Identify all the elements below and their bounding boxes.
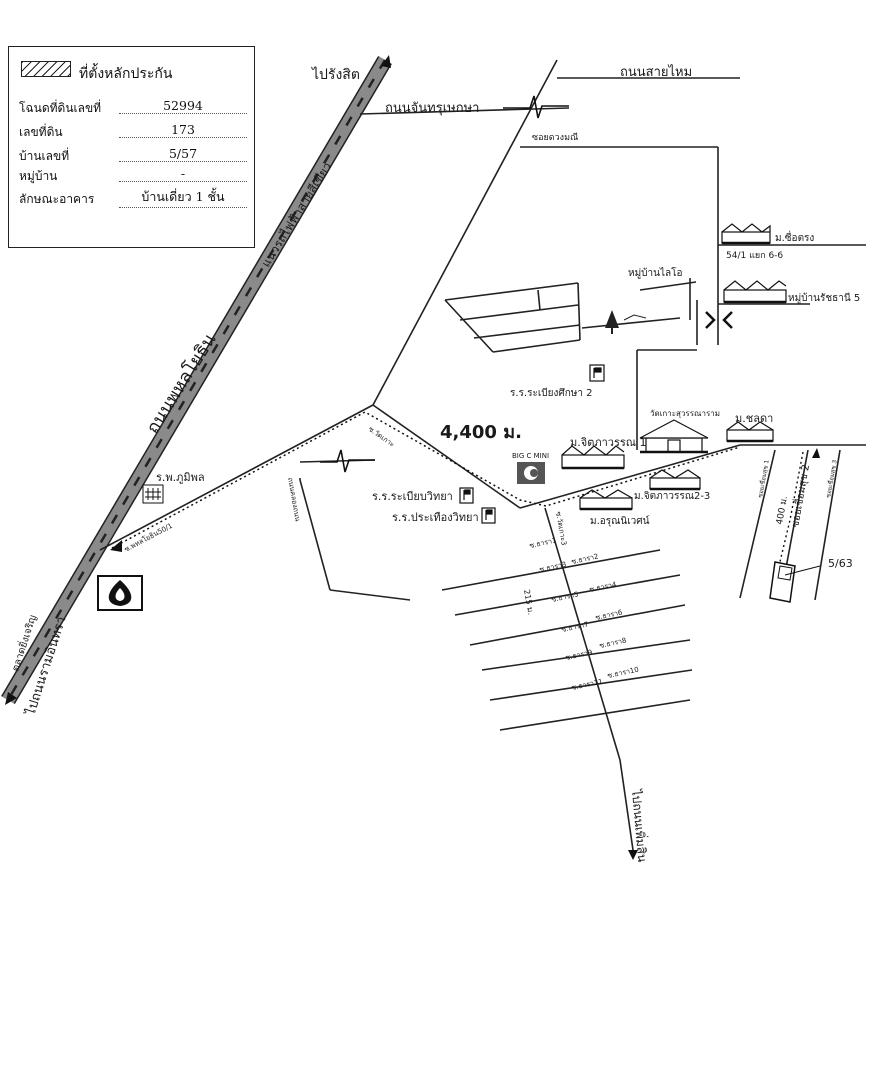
house-icon-jitpawan23 <box>649 469 701 491</box>
label-laiyo: หมู่บ้านไลโอ <box>628 266 683 279</box>
label-arunniwet: ม.อรุณนิเวศน์ <box>590 515 650 527</box>
label-4400: 4,400 ม. <box>440 422 522 443</box>
house-icon-suetrong <box>721 223 771 245</box>
label-school-rabiang2: ร.ร.ระเบียงศึกษา 2 <box>510 387 593 399</box>
label-hospital: ร.พ.ภูมิพล <box>156 471 205 484</box>
label-bigc: BIG C MINI <box>512 452 549 460</box>
label-skytrain: แนวรถไฟฟ้าสายสีเขียว <box>259 160 335 270</box>
bigc-logo-icon <box>517 462 545 484</box>
road-network <box>99 59 866 851</box>
label-soi-thara4: ซ.ธารา4 <box>589 580 618 594</box>
label-soi-thara8: ซ.ธารา8 <box>599 636 627 650</box>
legend-value-village: - <box>119 166 247 182</box>
label-soi-54-1: 54/1 แยก 6-6 <box>726 251 783 261</box>
legend-label-village: หมู่บ้าน <box>19 169 58 183</box>
label-school-rabiab: ร.ร.ระเบียบวิทยา <box>372 490 453 503</box>
label-jitpawan1: ม.จิตภาวรรณ 1 <box>570 436 646 449</box>
temple-icon <box>639 419 709 454</box>
label-chalada: ม.ชลดา <box>735 412 773 425</box>
legend-label-house: บ้านเลขที่ <box>19 149 70 163</box>
ptt-logo-icon <box>97 575 143 611</box>
label-soi-watko: ซ.วัดเกาะ <box>367 425 396 449</box>
collateral-plot-icon <box>769 561 821 603</box>
legend-label-land: เลขที่ดิน <box>19 125 63 139</box>
arrow-south-icon <box>5 692 17 705</box>
label-soi-thara7: ซ.ธารา7 <box>561 620 589 634</box>
house-icon-ratchathani <box>723 280 787 304</box>
label-jitpawan23: ม.จิตภาวรรณ2-3 <box>634 491 710 502</box>
legend-box: ที่ตั้งหลักประกัน โฉนดที่ดินเลขที่ 52994… <box>8 46 255 248</box>
label-sai-mai: ถนนสายไหม <box>620 64 692 80</box>
school-flag-icon-prasert <box>481 507 496 524</box>
label-soi-thara3: ซ.ธารา3 <box>539 560 567 574</box>
hatch-swatch-icon <box>21 61 71 77</box>
label-plot-no: 5/63 <box>828 557 853 570</box>
label-soi-chuengsuk2: ซอยเชื่อมสุข 2 <box>787 463 812 528</box>
legend-value-building: บ้านเดี่ยว 1 ชั้น <box>119 187 247 208</box>
legend-label-building: ลักษณะอาคาร <box>19 192 95 206</box>
village-icons <box>561 223 787 511</box>
legend-value-deed: 52994 <box>119 98 247 114</box>
hospital-icon <box>142 484 164 504</box>
school-icons <box>459 364 605 524</box>
label-soi-duangmanee: ซอยดวงมณี <box>532 132 578 143</box>
legend-value-land: 173 <box>119 122 247 138</box>
arrow-down-icon <box>628 850 638 860</box>
label-thanon-klong: ถนนคลองถนน <box>286 477 302 522</box>
label-ratchathani: หมู่บ้านรัชธานี 5 <box>788 292 860 304</box>
bridge-icon <box>705 311 733 329</box>
railway-crossing-icon <box>320 95 569 473</box>
label-chantharakasem: ถนนจันทรุเษกษา <box>385 101 479 116</box>
label-soi-chuengsuk3: ซอยเชื่อมสุข 3 <box>824 459 839 498</box>
label-soi-thara5: ซ.ธารา5 <box>551 590 579 604</box>
school-flag-icon-rabiab <box>459 487 474 504</box>
route-arrow-up-icon <box>812 448 820 458</box>
label-215: 215 ม. <box>522 589 535 616</box>
arrow-north-icon <box>381 55 391 68</box>
legend-label-deed: โฉนดที่ดินเลขที่ <box>19 101 102 115</box>
school-flag-icon-rabiang2 <box>589 364 605 382</box>
label-school-prasert: ร.ร.ประเทืองวิทยา <box>392 511 479 524</box>
label-m-suetrong: ม.ซื่อตรง <box>775 230 814 244</box>
legend-value-house: 5/57 <box>119 146 247 162</box>
house-icon-jitpawan1 <box>561 445 625 470</box>
label-wat: วัดเกาะสุวรรณาราม <box>650 409 720 418</box>
label-soi-thara9: ซ.ธารา9 <box>565 648 593 662</box>
label-soi-thara1: ซ.ธารา1 <box>529 536 557 550</box>
house-icon-arunniwet <box>579 489 633 511</box>
route-arrow-icon <box>110 540 122 552</box>
legend-title: ที่ตั้งหลักประกัน <box>79 66 173 82</box>
phahonyothin-road <box>1 55 392 705</box>
label-to-rangsit: ไปรังสิต <box>311 66 360 83</box>
house-icon-chalada <box>726 421 774 443</box>
route-dotted <box>111 411 741 549</box>
tree-icon <box>605 310 647 334</box>
label-400: 400 ม. <box>775 495 790 525</box>
